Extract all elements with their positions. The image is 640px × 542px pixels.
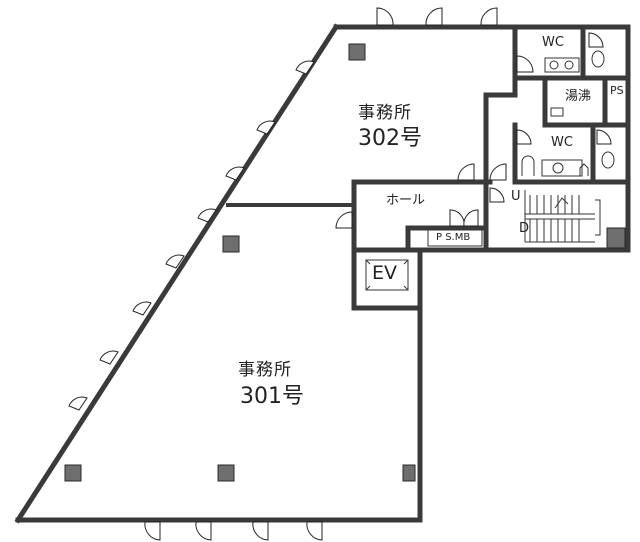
psmb-label: P S.MB [436,232,471,243]
ps-label: PS [610,84,624,97]
column [222,235,240,253]
bottom-doors [144,521,323,541]
stairs-up-label: U [511,189,521,204]
column [64,464,82,482]
office-302-name: 事務所 [358,103,412,123]
hall-label: ホール [386,193,426,208]
column [402,464,416,482]
outer-walls [14,23,631,524]
interior-doors [335,32,612,229]
column [348,43,366,61]
kitchenette-label: 湯沸 [565,89,592,104]
stairs-down-label: D [519,221,530,236]
columns [64,43,626,482]
psmb-box [427,229,483,247]
office-301-name: 事務所 [238,360,292,380]
wc-lower-label: WC [551,135,573,150]
column [217,464,235,482]
column [606,227,626,249]
wc-upper-label: WC [542,35,564,50]
elevator-box [365,259,409,291]
office-301-number: 301号 [240,384,304,409]
office-302-number: 302号 [358,126,422,151]
top-doors [376,7,498,26]
staircase [524,190,601,243]
wc-fixtures [521,50,615,177]
diagonal-windows [68,60,315,411]
elevator-label: EV [372,262,398,284]
